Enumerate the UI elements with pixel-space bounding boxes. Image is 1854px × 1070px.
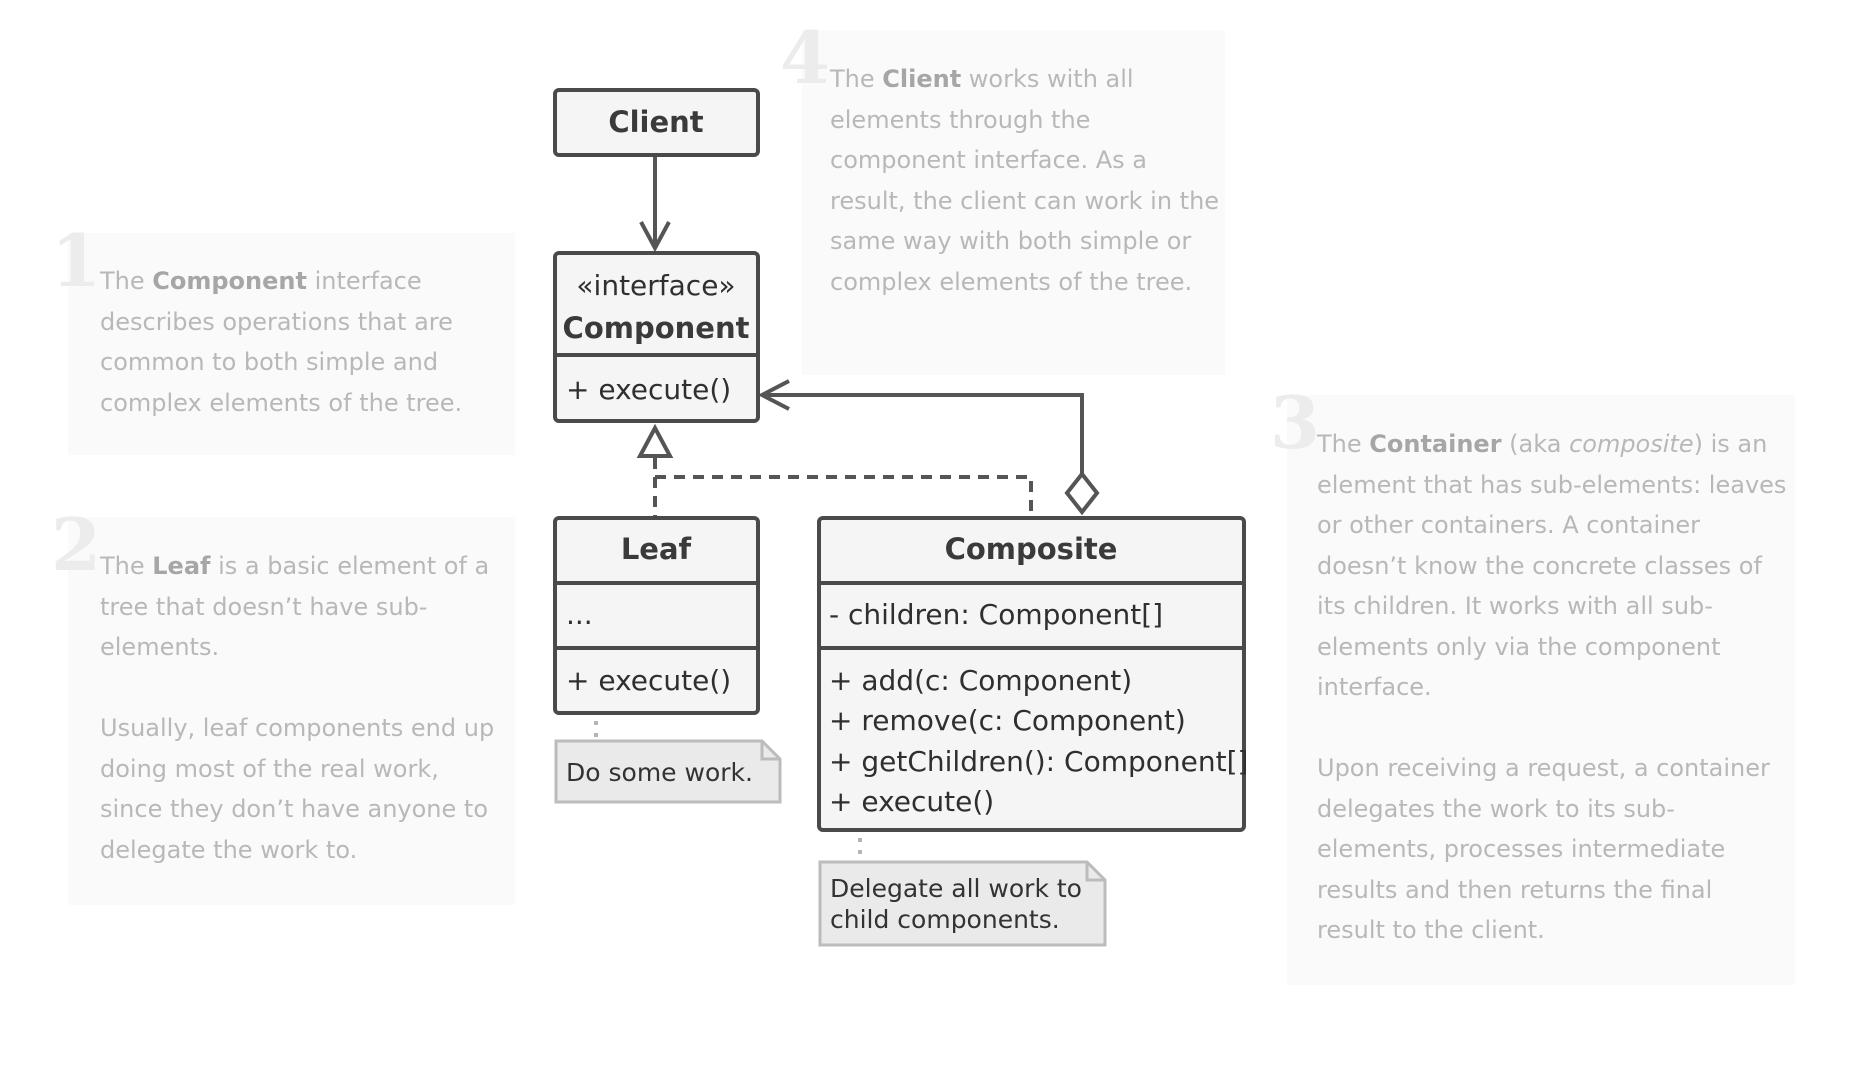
note-run: composite: [1569, 430, 1694, 458]
note-number: 2: [51, 502, 102, 587]
note-number: 4: [780, 15, 831, 100]
note-run: Client: [882, 65, 962, 93]
class-component-stereotype: «interface»: [576, 269, 735, 302]
note-text: The Leaf is a basic element of a tree th…: [100, 546, 500, 870]
note-panel-3: 3 The Container (aka composite) is an el…: [1270, 387, 1795, 985]
memo-composite-text: Delegate all work to: [830, 874, 1082, 903]
class-leaf-field: ...: [566, 598, 593, 631]
note-paragraph: The Component interface describes operat…: [100, 261, 500, 423]
note-paragraph: The Client works with all elements throu…: [830, 59, 1220, 302]
class-leaf: Leaf ... + execute(): [553, 516, 760, 715]
note-panel-4: 4 The Client works with all elements thr…: [780, 22, 1225, 375]
note-run: The: [100, 552, 153, 580]
note-run: Leaf: [152, 552, 211, 580]
note-number: 1: [51, 218, 102, 303]
class-component-method: + execute(): [566, 373, 731, 406]
note-run: Usually, leaf components end up doing mo…: [100, 714, 495, 864]
note-run: Container: [1369, 430, 1502, 458]
memo-leaf: Do some work.: [554, 721, 782, 804]
class-component: «interface» Component + execute(): [553, 251, 760, 423]
note-run: ) is an element that has sub-elements: l…: [1317, 430, 1787, 701]
memo-composite-text: child components.: [830, 905, 1060, 934]
note-run: (aka: [1501, 430, 1570, 458]
note-panel-1: 1 The Component interface describes oper…: [51, 225, 515, 455]
class-component-name: Component: [563, 311, 750, 345]
class-composite-method: + getChildren(): Component[]: [829, 745, 1248, 778]
note-run: The: [100, 267, 153, 295]
note-run: interface describes operations that are …: [100, 267, 463, 417]
note-text: The Component interface describes operat…: [100, 261, 500, 423]
realization-triangle: [636, 423, 674, 458]
class-leaf-method: + execute(): [566, 664, 731, 697]
realization-lines: [636, 423, 1033, 518]
memo-composite: Delegate all work to child components.: [818, 838, 1107, 947]
note-run: The: [830, 65, 883, 93]
class-client-name: Client: [608, 105, 703, 139]
note-paragraph: The Container (aka composite) is an elem…: [1317, 424, 1787, 708]
aggregation-line-composite-component: [757, 379, 1100, 516]
note-text: The Container (aka composite) is an elem…: [1317, 424, 1787, 951]
class-composite-field: - children: Component[]: [829, 598, 1163, 631]
class-composite-name: Composite: [945, 532, 1118, 566]
note-paragraph: Upon receiving a request, a container de…: [1317, 748, 1787, 951]
class-client: Client: [553, 88, 760, 157]
note-paragraph: Usually, leaf components end up doing mo…: [100, 708, 500, 870]
class-composite-method: + add(c: Component): [829, 664, 1132, 697]
note-paragraph: The Leaf is a basic element of a tree th…: [100, 546, 500, 668]
memo-leaf-text: Do some work.: [566, 758, 753, 787]
note-run: is a basic element of a tree that doesn’…: [100, 552, 490, 661]
note-panel-2: 2 The Leaf is a basic element of a tree …: [51, 509, 515, 905]
class-leaf-name: Leaf: [621, 532, 692, 566]
class-composite-method: + remove(c: Component): [829, 704, 1186, 737]
class-composite-method: + execute(): [829, 785, 994, 818]
note-run: The: [1317, 430, 1370, 458]
class-composite: Composite - children: Component[] + add(…: [817, 516, 1248, 832]
aggregation-diamond: [1064, 470, 1100, 516]
note-run: Component: [152, 267, 307, 295]
note-run: Upon receiving a request, a container de…: [1317, 754, 1770, 944]
note-number: 3: [1270, 380, 1321, 465]
association-arrow-client-component: [639, 155, 671, 253]
note-run: works with all elements through the comp…: [830, 65, 1220, 296]
note-text: The Client works with all elements throu…: [830, 59, 1220, 302]
